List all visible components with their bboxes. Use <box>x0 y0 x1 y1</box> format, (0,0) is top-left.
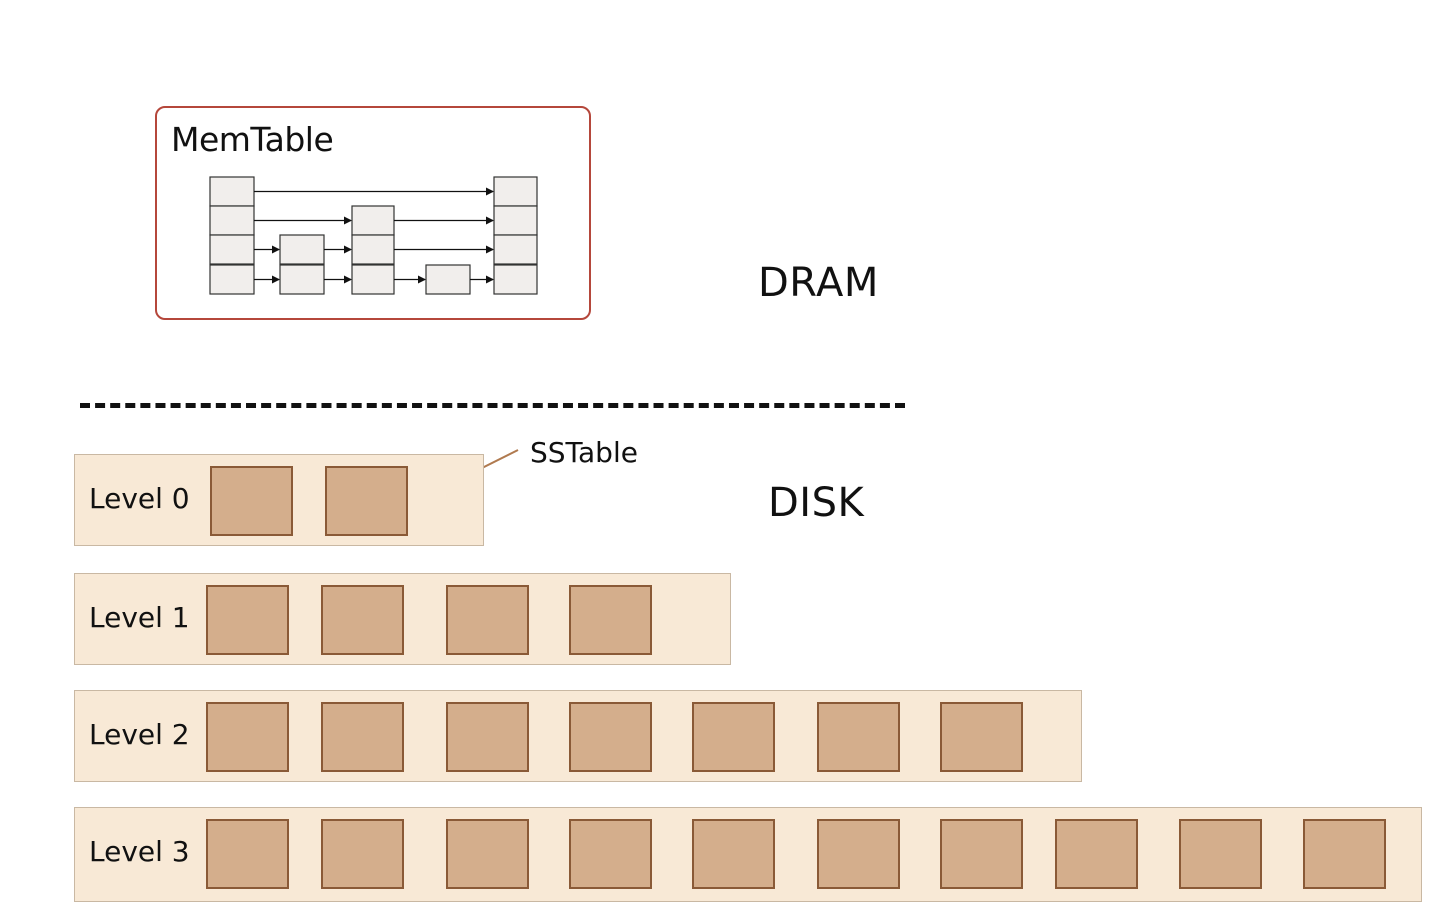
sstable-block <box>569 819 652 889</box>
level-3-label: Level 3 <box>89 835 190 868</box>
disk-label: DISK <box>768 480 865 526</box>
sstable-block <box>1179 819 1262 889</box>
sstable-block <box>692 702 775 772</box>
level-0-label: Level 0 <box>89 482 190 515</box>
skiplist-node <box>493 176 538 207</box>
sstable-block <box>817 819 900 889</box>
skiplist-node <box>351 234 395 265</box>
sstable-block <box>446 702 529 772</box>
skiplist-node <box>279 264 325 295</box>
dram-label: DRAM <box>758 260 879 306</box>
sstable-block <box>569 585 652 655</box>
skiplist-node <box>279 234 325 265</box>
sstable-label: SSTable <box>530 436 638 469</box>
skiplist-nodes <box>209 176 538 295</box>
sstable-block <box>446 819 529 889</box>
sstable-block <box>446 585 529 655</box>
memory-disk-divider <box>80 403 905 408</box>
memtable-title: MemTable <box>171 120 334 159</box>
skiplist-node <box>209 264 255 295</box>
sstable-block <box>569 702 652 772</box>
sstable-block <box>321 702 404 772</box>
sstable-block <box>817 702 900 772</box>
sstable-block <box>321 819 404 889</box>
sstable-block <box>325 466 408 536</box>
sstable-block <box>692 819 775 889</box>
skiplist-node <box>209 205 255 236</box>
skiplist-node <box>351 205 395 236</box>
skiplist-node <box>209 234 255 265</box>
skiplist-node <box>351 264 395 295</box>
sstable-block <box>210 466 293 536</box>
sstable-block <box>1303 819 1386 889</box>
sstable-block <box>206 585 289 655</box>
sstable-block <box>1055 819 1138 889</box>
level-1-label: Level 1 <box>89 601 190 634</box>
level-2-label: Level 2 <box>89 718 190 751</box>
sstable-block <box>206 819 289 889</box>
skiplist-node <box>425 264 471 295</box>
skiplist-node <box>493 264 538 295</box>
skiplist-node <box>209 176 255 207</box>
sstable-block <box>940 702 1023 772</box>
sstable-block <box>321 585 404 655</box>
skiplist-node <box>493 234 538 265</box>
sstable-block <box>206 702 289 772</box>
skiplist-pointers <box>254 187 494 284</box>
sstable-block <box>940 819 1023 889</box>
skiplist-node <box>493 205 538 236</box>
